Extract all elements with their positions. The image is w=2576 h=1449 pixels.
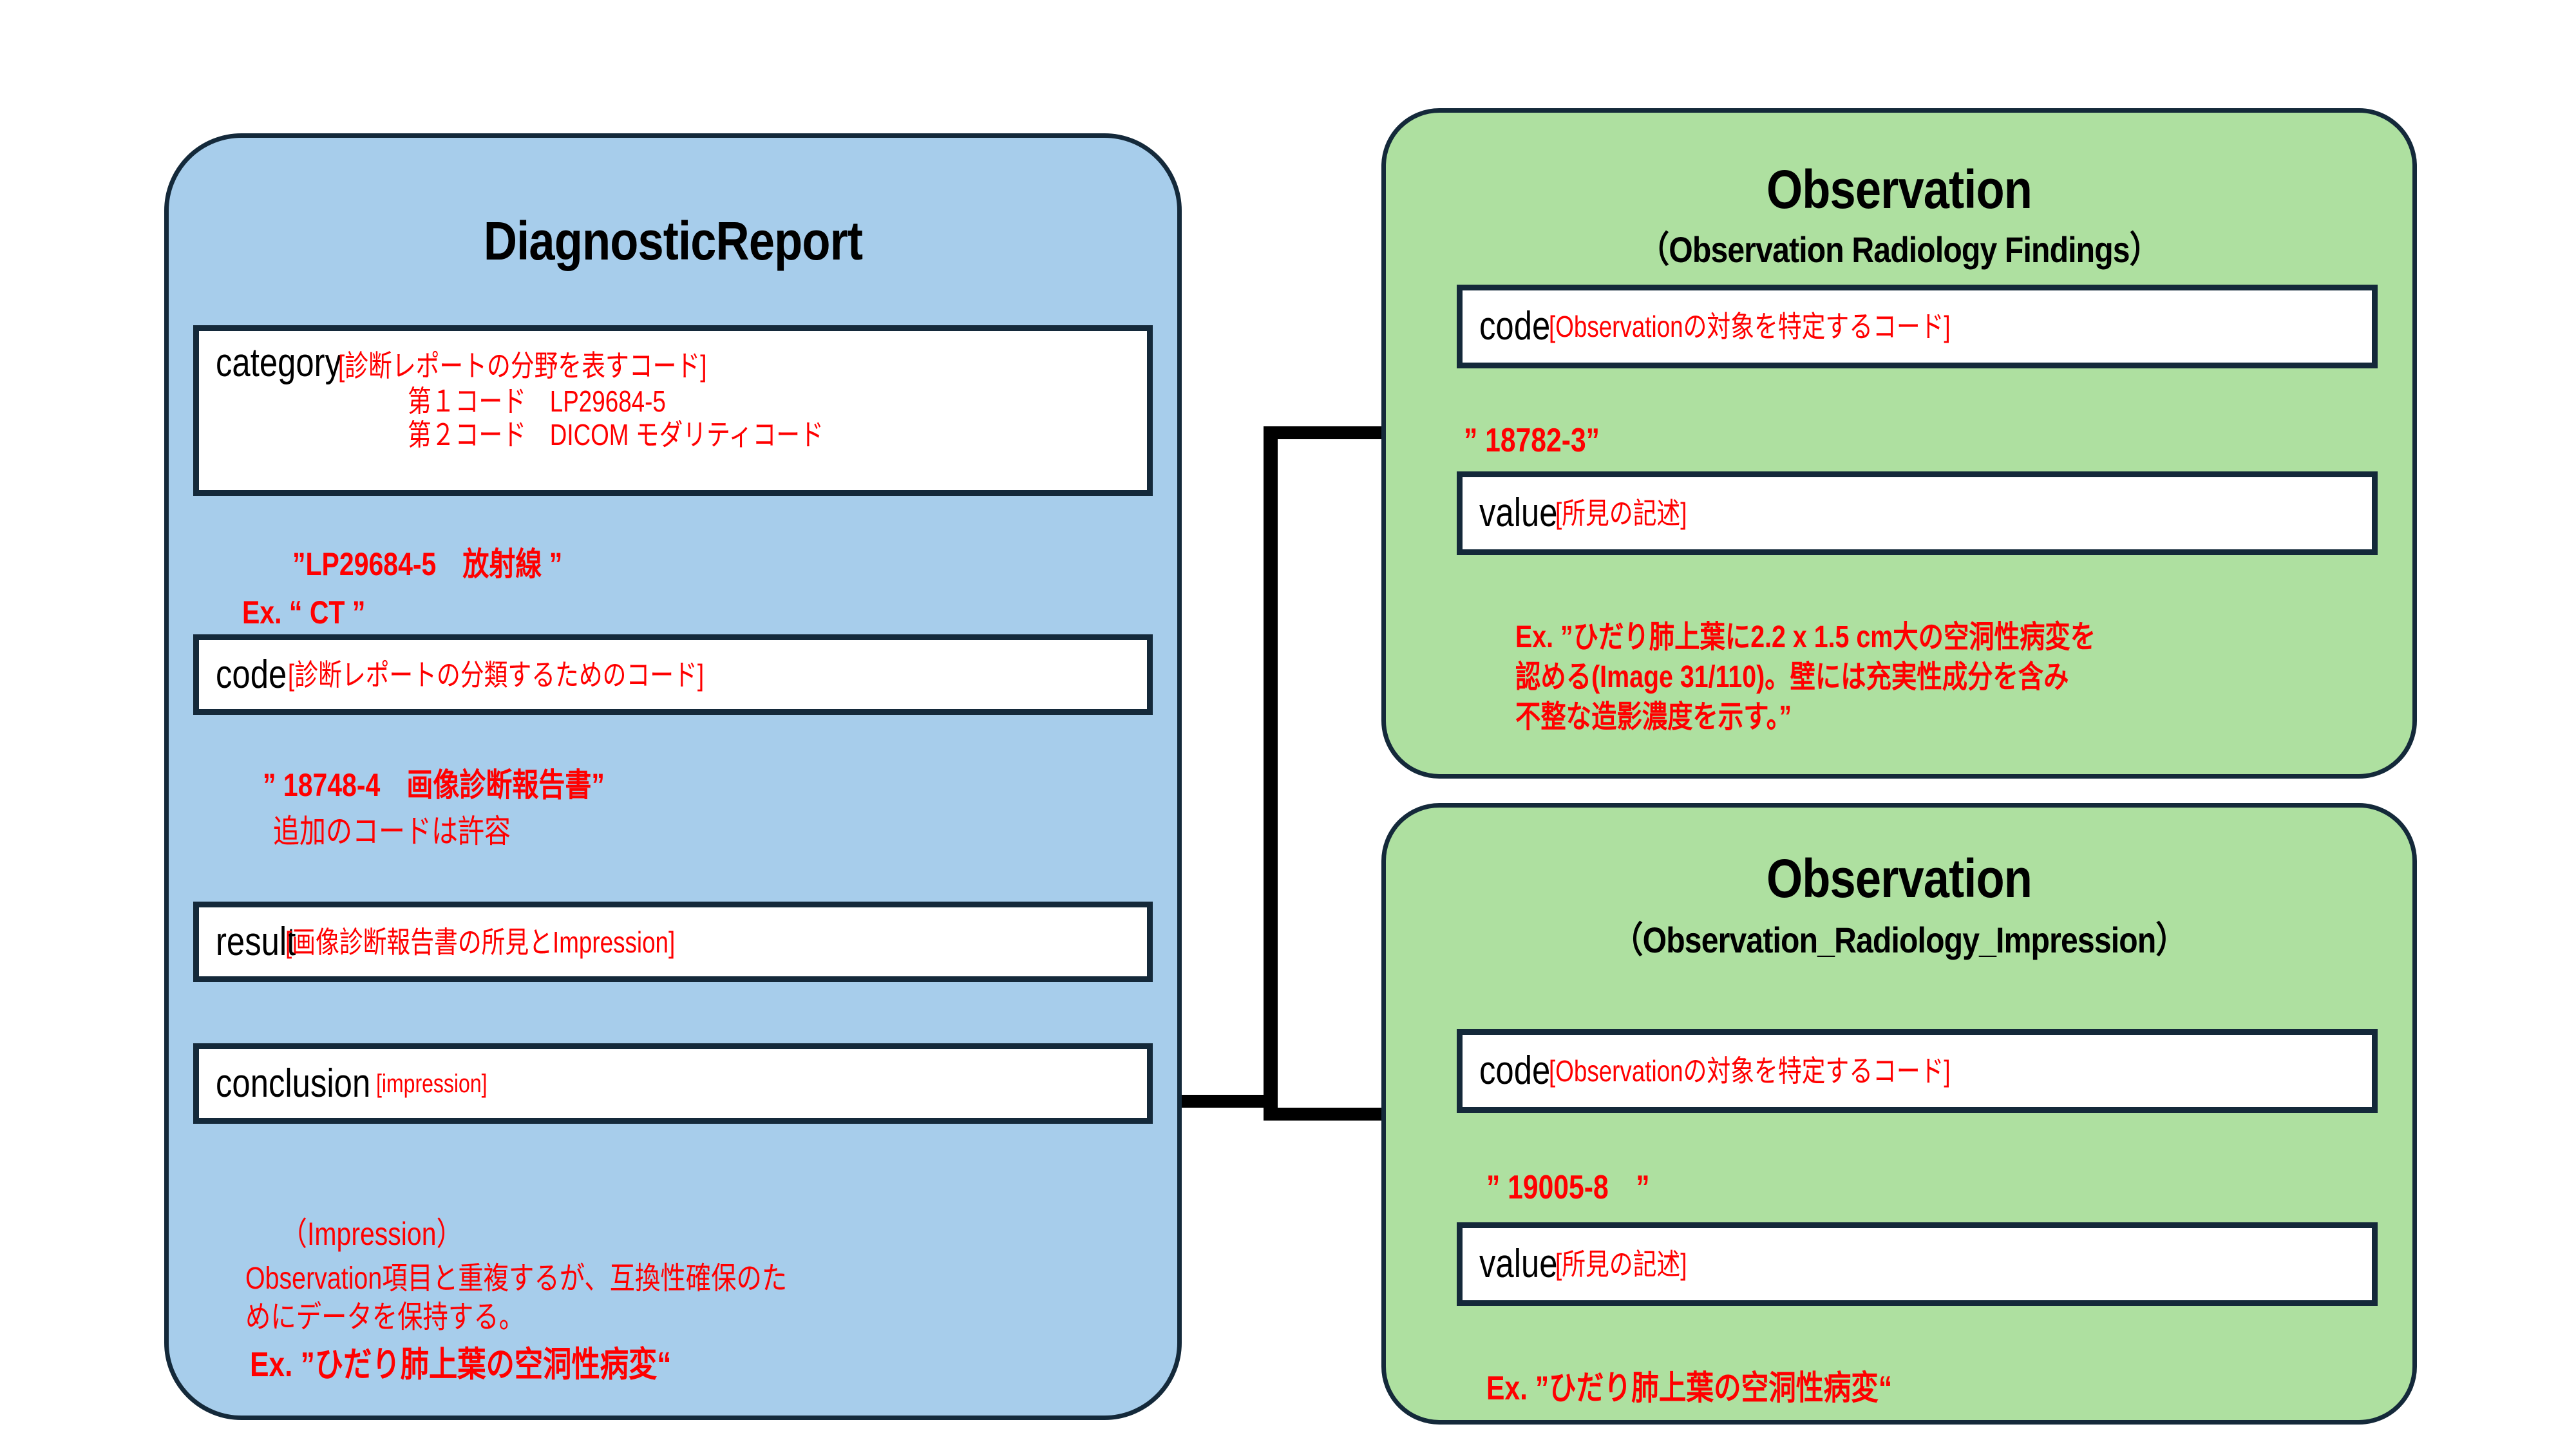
field-findings-code[interactable]: code [Observationの対象を特定するコード] [1457, 285, 2378, 368]
connector-branch-bottom [1264, 1108, 1402, 1121]
field-impression-code-name: code [1479, 1048, 1551, 1093]
field-category-name: category [216, 341, 342, 385]
note-conclusion-heading: （Impression） [280, 1216, 463, 1252]
field-category-description: [診断レポートの分野を表すコード] [337, 349, 707, 383]
field-code-name: code [216, 652, 287, 697]
field-result-name: result [216, 919, 296, 964]
field-conclusion-name: conclusion [216, 1061, 371, 1106]
note-findings-value-example-line-3: 不整な造影濃度を示す。” [1515, 700, 1792, 734]
field-findings-code-name: code [1479, 304, 1551, 348]
field-result[interactable]: result [画像診断報告書の所見とImpression] [193, 902, 1153, 982]
field-code[interactable]: code [診断レポートの分類するためのコード] [193, 634, 1153, 715]
field-impression-value[interactable]: value [所見の記述] [1457, 1222, 2378, 1306]
field-findings-code-description: [Observationの対象を特定するコード] [1549, 310, 1951, 343]
connector-vertical-trunk [1264, 426, 1278, 1121]
note-category-example: Ex. “ CT ” [242, 594, 365, 630]
field-result-description: [画像診断報告書の所見とImpression] [285, 925, 675, 959]
field-findings-value-name: value [1479, 491, 1558, 535]
observation-impression-subtitle: （Observation_Radiology_Impression） [1612, 920, 2186, 960]
note-impression-value-example: Ex. ”ひだり肺上葉の空洞性病変“ [1486, 1370, 1892, 1407]
diagnostic-report-title: DiagnosticReport [483, 211, 863, 271]
field-impression-code-description: [Observationの対象を特定するコード] [1549, 1054, 1951, 1088]
note-code-value: ” 18748-4 画像診断報告書” [262, 767, 605, 803]
note-findings-value-example-line-1: Ex. ”ひだり肺上葉に2.2 x 1.5 cm大の空洞性病変を [1515, 620, 2096, 654]
field-impression-value-description: [所見の記述] [1555, 1247, 1687, 1281]
field-findings-value-description: [所見の記述] [1555, 497, 1687, 530]
note-findings-value-example-line-2: 認める(Image 31/110)。壁には充実性成分を含み [1515, 660, 2069, 694]
field-category[interactable]: category [診断レポートの分野を表すコード] 第１コード LP29684… [193, 325, 1153, 496]
field-impression-code[interactable]: code [Observationの対象を特定するコード] [1457, 1029, 2378, 1113]
observation-impression-title: Observation [1766, 848, 2032, 909]
observation-findings-subtitle: （Observation Radiology Findings） [1638, 229, 2161, 270]
note-conclusion-body-line-2: めにデータを保持する。 [245, 1300, 525, 1334]
observation-findings-title: Observation [1766, 159, 2032, 220]
field-findings-value[interactable]: value [所見の記述] [1457, 471, 2378, 555]
observation-impression-panel[interactable] [1381, 803, 2417, 1425]
note-category-value: ”LP29684-5 放射線 ” [292, 546, 562, 582]
note-findings-code-value: ” 18782-3” [1463, 422, 1600, 459]
field-impression-value-name: value [1479, 1242, 1558, 1286]
field-conclusion[interactable]: conclusion [impression] [193, 1043, 1153, 1124]
field-conclusion-description: [impression] [375, 1069, 488, 1098]
note-code-extra: 追加のコードは許容 [272, 813, 511, 849]
field-category-extra-line-2: 第２コード DICOM モダリティコード [408, 418, 824, 451]
field-category-extra-line-1: 第１コード LP29684-5 [408, 384, 666, 418]
note-impression-code-value: ” 19005-8 ” [1486, 1169, 1650, 1206]
note-conclusion-body-line-1: Observation項目と重複するが、互換性確保のた [245, 1262, 788, 1296]
note-conclusion-example: Ex. ”ひだり肺上葉の空洞性病変“ [250, 1345, 672, 1384]
connector-branch-top [1264, 426, 1402, 439]
field-code-description: [診断レポートの分類するためのコード] [288, 658, 705, 692]
connector-stub-result [1159, 1095, 1275, 1108]
observation-findings-panel[interactable] [1381, 108, 2417, 779]
